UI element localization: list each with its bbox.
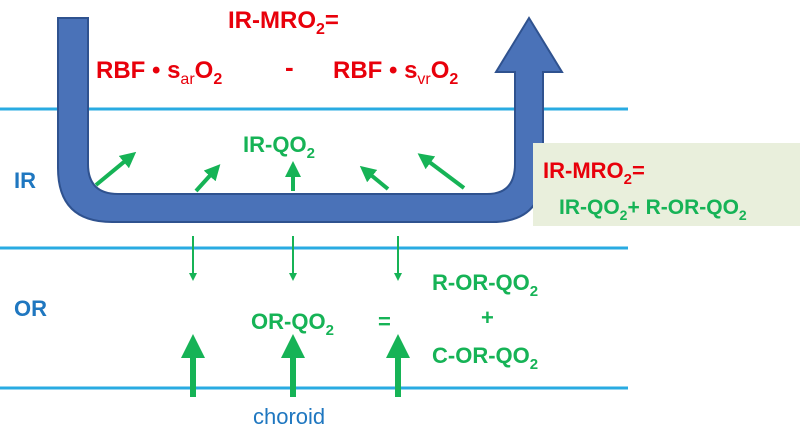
oxygen-flux-arrow-icon	[359, 165, 390, 191]
u-shaped-vessel-arrow-icon	[57, 16, 564, 223]
oxygen-flux-arrow-icon	[94, 151, 137, 187]
r-or-qo2-label: R-OR-QO2	[432, 270, 538, 300]
box-ir-mro2-title: IR-MRO2=	[543, 158, 645, 188]
or-qo2-label: OR-QO2	[251, 309, 334, 339]
oxygen-flux-arrow-icon	[194, 164, 221, 193]
minus-sign: -	[285, 52, 294, 82]
or-equals-sign: =	[378, 309, 391, 334]
ir-oxygen-arrows	[94, 151, 466, 193]
or-plus-sign: +	[481, 305, 494, 330]
ir-mro2-title: IR-MRO2=	[228, 7, 339, 38]
outer-retina-label: OR	[14, 296, 47, 321]
c-or-qo2-label: C-OR-QO2	[432, 343, 538, 373]
venous-term: RBF • svrO2	[333, 57, 458, 88]
choroid-label: choroid	[253, 404, 325, 429]
arterial-term: RBF • sarO2	[96, 57, 222, 88]
inner-retina-label: IR	[14, 168, 36, 193]
choroid-supply-arrows	[181, 334, 410, 397]
ir-qo2-label: IR-QO2	[243, 132, 315, 162]
or-delivery-arrows	[189, 236, 402, 281]
box-mass-balance-equation: IR-QO2+ R-OR-QO2	[559, 196, 747, 223]
oxygen-flux-arrow-icon	[417, 153, 466, 190]
mass-balance-box	[533, 143, 800, 226]
